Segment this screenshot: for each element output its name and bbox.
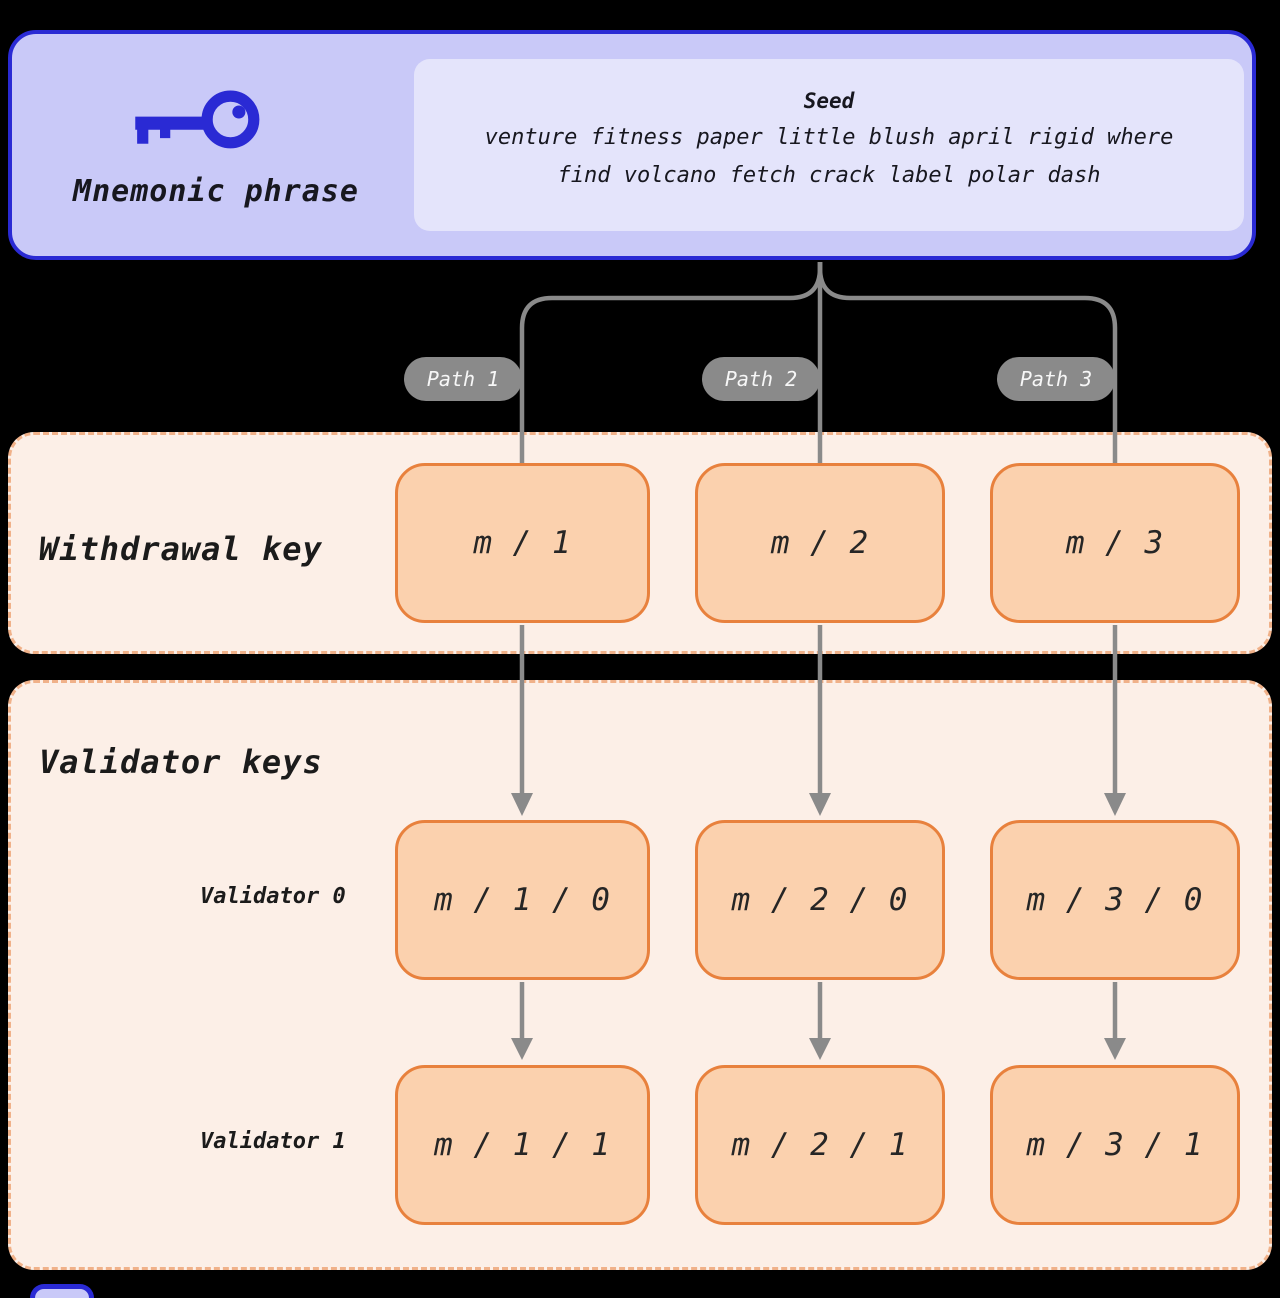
mnemonic-phrase-panel: Mnemonic phrase Seed venture fitness pap… xyxy=(8,30,1256,260)
withdrawal-key-box-1: m / 1 xyxy=(395,463,650,623)
next-section-partial xyxy=(30,1284,94,1298)
validator-1-key-box-3: m / 3 / 1 xyxy=(990,1065,1240,1225)
withdrawal-key-box-3: m / 3 xyxy=(990,463,1240,623)
path-2-pill: Path 2 xyxy=(702,357,820,401)
key-icon xyxy=(120,84,270,168)
withdrawal-key-box-2: m / 2 xyxy=(695,463,945,623)
seed-words-line-2: find volcano fetch crack label polar das… xyxy=(557,163,1101,188)
seed-box: Seed venture fitness paper little blush … xyxy=(414,59,1244,231)
validator-1-label: Validator 1 xyxy=(200,1129,346,1154)
validator-1-key-box-2: m / 2 / 1 xyxy=(695,1065,945,1225)
validator-0-key-box-2: m / 2 / 0 xyxy=(695,820,945,980)
validator-keys-label: Validator keys xyxy=(39,743,323,781)
validator-1-key-box-1: m / 1 / 1 xyxy=(395,1065,650,1225)
seed-words-line-1: venture fitness paper little blush april… xyxy=(484,125,1174,150)
validator-0-label: Validator 0 xyxy=(200,884,346,909)
withdrawal-key-label: Withdrawal key xyxy=(39,530,323,568)
path-3-pill: Path 3 xyxy=(997,357,1115,401)
path-1-pill: Path 1 xyxy=(404,357,522,401)
validator-0-key-box-3: m / 3 / 0 xyxy=(990,820,1240,980)
validator-0-key-box-1: m / 1 / 0 xyxy=(395,820,650,980)
seed-title: Seed xyxy=(803,89,855,113)
mnemonic-phrase-label: Mnemonic phrase xyxy=(73,174,359,209)
